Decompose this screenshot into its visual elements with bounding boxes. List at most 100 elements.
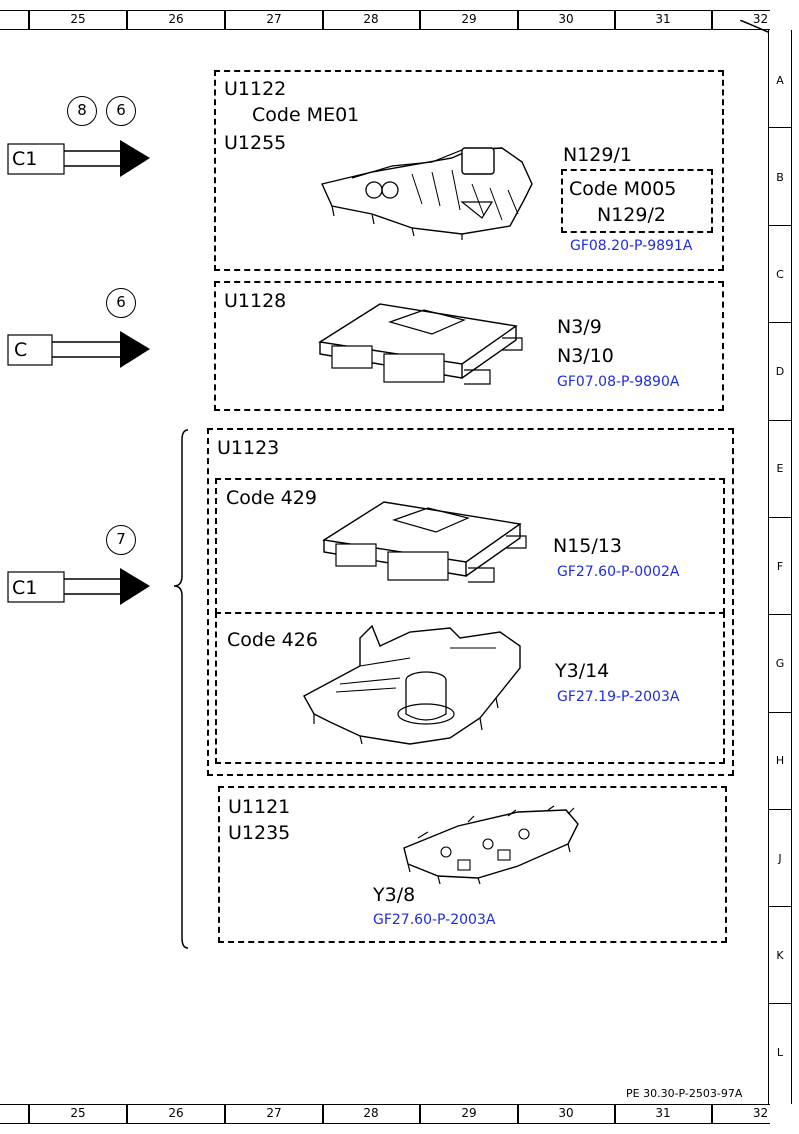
control-module-icon — [318, 303, 523, 385]
valve-body-icon — [403, 805, 579, 885]
column-label: 26 — [168, 12, 184, 26]
reference-circle: 7 — [106, 525, 136, 555]
column-label: 27 — [266, 1106, 282, 1120]
connector-arrow-icon — [7, 568, 150, 605]
ruler-divider — [126, 1105, 128, 1123]
column-label: 25 — [70, 12, 86, 26]
ruler-divider — [322, 11, 324, 29]
reference-circle: 6 — [106, 96, 136, 126]
sub-box-code-426 — [215, 612, 725, 764]
row-label: L — [776, 1046, 784, 1059]
box-code: U1121 — [228, 796, 291, 818]
ruler-divider — [711, 11, 713, 29]
row-label: B — [776, 171, 784, 184]
column-label: 28 — [363, 1106, 379, 1120]
row-label: F — [776, 560, 784, 573]
box-code: U1255 — [224, 132, 287, 154]
reference-circle: 6 — [106, 288, 136, 318]
connector-label: C1 — [12, 577, 38, 599]
column-label: 31 — [655, 12, 671, 26]
document-id: PE 30.30-P-2503-97A — [626, 1087, 743, 1100]
column-label: 27 — [266, 12, 282, 26]
component-box-u1123 — [207, 428, 734, 776]
ruler-divider — [517, 1105, 519, 1123]
box-code: Code M005 — [569, 178, 677, 200]
engine-control-unit-icon — [321, 147, 533, 240]
box-code: U1235 — [228, 822, 291, 844]
reference-circle: 8 — [67, 96, 97, 126]
column-label: 28 — [363, 12, 379, 26]
ruler-divider — [419, 11, 421, 29]
ruler-divider — [224, 11, 226, 29]
row-divider — [769, 614, 791, 615]
ruler-divider — [28, 11, 30, 29]
row-divider — [769, 1003, 791, 1004]
box-code: Code ME01 — [252, 104, 360, 126]
column-label: 30 — [558, 1106, 574, 1120]
row-label: D — [775, 365, 785, 378]
reference-link[interactable]: GF27.19-P-2003A — [557, 689, 680, 705]
column-label: 29 — [461, 1106, 477, 1120]
column-label: 29 — [461, 12, 477, 26]
part-number: N3/9 — [557, 316, 602, 338]
column-label: 30 — [558, 12, 574, 26]
column-label: 32 — [752, 12, 769, 26]
box-code: Code 426 — [227, 629, 318, 651]
ruler-divider — [711, 1105, 713, 1123]
bottom-column-ruler: 25 26 27 28 29 30 31 32 — [0, 1104, 770, 1124]
ruler-divider — [28, 1105, 30, 1123]
row-divider — [769, 809, 791, 810]
ruler-divider — [614, 11, 616, 29]
ruler-divider — [614, 1105, 616, 1123]
connector-label: C — [14, 339, 28, 361]
connector-arrow-icon — [7, 331, 150, 368]
brace-icon — [173, 429, 189, 949]
row-label: J — [778, 852, 782, 865]
row-divider — [769, 712, 791, 713]
transmission-control-unit-icon — [322, 501, 527, 583]
ruler-divider — [126, 11, 128, 29]
row-divider — [769, 225, 791, 226]
ruler-divider — [322, 1105, 324, 1123]
column-label: 25 — [70, 1106, 86, 1120]
row-label: H — [775, 754, 785, 767]
ruler-divider — [517, 11, 519, 29]
component-box-u1121 — [218, 786, 727, 943]
part-number: Y3/8 — [373, 884, 416, 906]
reference-link[interactable]: GF07.08-P-9890A — [557, 374, 680, 390]
row-divider — [769, 517, 791, 518]
row-divider — [769, 322, 791, 323]
reference-link[interactable]: GF27.60-P-2003A — [373, 912, 496, 928]
box-code: U1122 — [224, 78, 287, 100]
connector-arrow-icon — [7, 140, 150, 177]
part-number: Y3/14 — [555, 660, 610, 682]
reference-link[interactable]: GF27.60-P-0002A — [557, 564, 680, 580]
ruler-divider — [419, 1105, 421, 1123]
right-row-ruler: A B C D E F G H J K L — [768, 30, 792, 1104]
component-box-u1122 — [214, 70, 724, 271]
part-number: N129/1 — [563, 144, 632, 166]
box-code: U1123 — [217, 437, 280, 459]
corner-line — [739, 19, 780, 40]
row-divider — [769, 420, 791, 421]
row-label: A — [776, 74, 784, 87]
box-code: U1128 — [224, 290, 287, 312]
row-label: C — [776, 268, 784, 281]
reference-link[interactable]: GF08.20-P-9891A — [570, 238, 693, 254]
box-code: Code 429 — [226, 487, 317, 509]
part-number: N3/10 — [557, 345, 614, 367]
component-box-u1128 — [214, 281, 724, 411]
top-column-ruler: 25 26 27 28 29 30 31 32 — [0, 10, 770, 30]
part-number: N15/13 — [553, 535, 622, 557]
ruler-divider — [224, 1105, 226, 1123]
part-number: N129/2 — [597, 204, 666, 226]
column-label: 31 — [655, 1106, 671, 1120]
row-label: E — [776, 462, 784, 475]
electrohydraulic-plate-icon — [303, 624, 521, 745]
column-label: 26 — [168, 1106, 184, 1120]
row-divider — [769, 906, 791, 907]
connector-label: C1 — [12, 148, 38, 170]
row-label: G — [775, 657, 785, 670]
sub-box-m005 — [561, 169, 713, 233]
row-label: K — [776, 949, 784, 962]
